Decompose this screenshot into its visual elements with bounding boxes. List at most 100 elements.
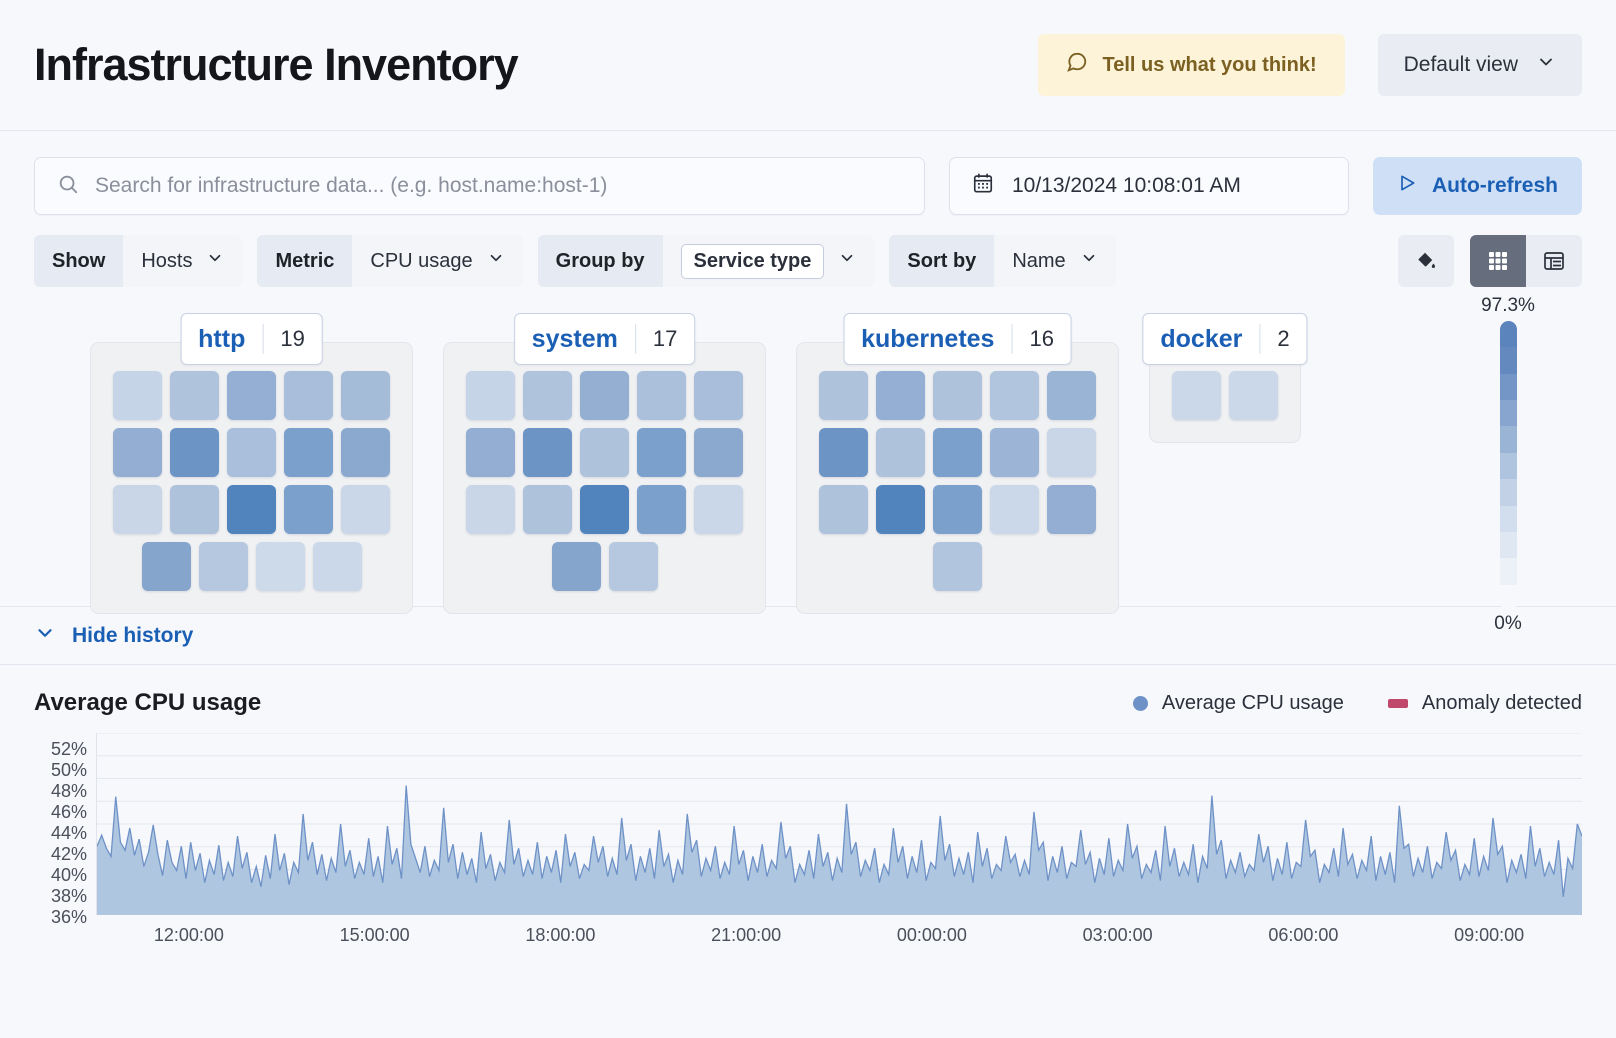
node-cell[interactable] <box>876 428 925 477</box>
node-grid <box>466 371 743 591</box>
node-row <box>466 542 743 591</box>
node-cell[interactable] <box>580 485 629 534</box>
hide-history-button[interactable]: Hide history <box>34 622 193 650</box>
node-cell[interactable] <box>284 428 333 477</box>
node-cell[interactable] <box>1047 485 1096 534</box>
grid-view-icon[interactable] <box>1470 235 1526 287</box>
node-cell[interactable] <box>694 371 743 420</box>
filter-metric-text: CPU usage <box>370 249 473 272</box>
node-cell[interactable] <box>933 485 982 534</box>
legend-item-average-cpu-usage[interactable]: Average CPU usage <box>1132 692 1344 715</box>
chevron-down-icon <box>206 249 224 273</box>
node-cell[interactable] <box>170 485 219 534</box>
node-cell[interactable] <box>113 485 162 534</box>
search-input[interactable]: Search for infrastructure data... (e.g. … <box>34 157 925 215</box>
node-cell[interactable] <box>341 371 390 420</box>
x-tick-label: 21:00:00 <box>711 925 782 945</box>
default-view-button[interactable]: Default view <box>1377 34 1582 96</box>
node-cell[interactable] <box>113 371 162 420</box>
chart-plot-area[interactable] <box>96 733 1582 915</box>
node-cell[interactable] <box>637 428 686 477</box>
filter-show-value[interactable]: Hosts <box>123 235 242 287</box>
node-cell[interactable] <box>876 485 925 534</box>
legend-item-anomaly-detected[interactable]: Anomaly detected <box>1387 692 1582 715</box>
node-cell[interactable] <box>466 371 515 420</box>
filter-metric: Metric CPU usage <box>257 235 523 287</box>
node-cell[interactable] <box>637 485 686 534</box>
node-cell[interactable] <box>227 371 276 420</box>
group-name: system <box>531 324 618 353</box>
node-cell[interactable] <box>466 485 515 534</box>
node-cell[interactable] <box>1172 371 1221 420</box>
chevron-down-icon <box>487 249 505 273</box>
scale-gradient-bar <box>1499 321 1517 611</box>
node-cell[interactable] <box>551 542 601 591</box>
node-cell[interactable] <box>819 428 868 477</box>
header-actions: Tell us what you think! Default view <box>1037 34 1582 96</box>
node-cell[interactable] <box>170 428 219 477</box>
node-cell[interactable] <box>990 371 1039 420</box>
x-tick-label: 06:00:00 <box>1268 925 1339 945</box>
filter-show-text: Hosts <box>141 249 193 272</box>
node-cell[interactable] <box>580 371 629 420</box>
feedback-button[interactable]: Tell us what you think! <box>1037 34 1345 96</box>
node-cell[interactable] <box>933 542 982 591</box>
date-value: 10/13/2024 10:08:01 AM <box>1011 174 1241 197</box>
filter-metric-value[interactable]: CPU usage <box>352 235 522 287</box>
filter-show: Show Hosts <box>34 235 243 287</box>
node-cell[interactable] <box>341 428 390 477</box>
search-placeholder: Search for infrastructure data... (e.g. … <box>95 174 608 197</box>
date-picker[interactable]: 10/13/2024 10:08:01 AM <box>948 157 1349 215</box>
scale-step <box>1499 452 1517 480</box>
node-cell[interactable] <box>141 542 191 591</box>
node-cell[interactable] <box>227 485 276 534</box>
node-cell[interactable] <box>933 428 982 477</box>
node-cell[interactable] <box>523 371 572 420</box>
legend-color-button[interactable] <box>1398 235 1454 287</box>
node-cell[interactable] <box>523 485 572 534</box>
node-cell[interactable] <box>284 371 333 420</box>
node-cell[interactable] <box>255 542 305 591</box>
filter-sort-by-value[interactable]: Name <box>994 235 1115 287</box>
node-cell[interactable] <box>990 428 1039 477</box>
node-cell[interactable] <box>466 428 515 477</box>
node-cell[interactable] <box>580 428 629 477</box>
node-cell[interactable] <box>876 371 925 420</box>
node-cell[interactable] <box>819 485 868 534</box>
play-icon <box>1397 173 1417 199</box>
scale-step <box>1499 584 1517 611</box>
node-cell[interactable] <box>284 485 333 534</box>
node-cell[interactable] <box>1229 371 1278 420</box>
node-cell[interactable] <box>933 371 982 420</box>
auto-refresh-button[interactable]: Auto-refresh <box>1372 157 1582 215</box>
filter-group-by-value[interactable]: Service type <box>663 235 875 287</box>
node-cell[interactable] <box>198 542 248 591</box>
node-row <box>113 485 390 534</box>
node-cell[interactable] <box>608 542 658 591</box>
node-cell[interactable] <box>819 371 868 420</box>
node-cell[interactable] <box>170 371 219 420</box>
node-cell[interactable] <box>990 485 1039 534</box>
node-cell[interactable] <box>341 485 390 534</box>
node-cell[interactable] <box>694 485 743 534</box>
table-view-icon[interactable] <box>1526 235 1582 287</box>
node-cell[interactable] <box>312 542 362 591</box>
node-cell[interactable] <box>1047 428 1096 477</box>
node-cell[interactable] <box>694 428 743 477</box>
node-cell[interactable] <box>523 428 572 477</box>
filter-sort-by-label: Sort by <box>889 235 995 287</box>
y-tick-label: 40% <box>50 865 87 885</box>
node-cell[interactable] <box>637 371 686 420</box>
color-scale-legend: 97.3% 0% <box>1448 295 1568 635</box>
node-row <box>466 485 743 534</box>
node-cell[interactable] <box>1047 371 1096 420</box>
node-cell[interactable] <box>227 428 276 477</box>
scale-step <box>1499 400 1517 427</box>
node-cell[interactable] <box>113 428 162 477</box>
